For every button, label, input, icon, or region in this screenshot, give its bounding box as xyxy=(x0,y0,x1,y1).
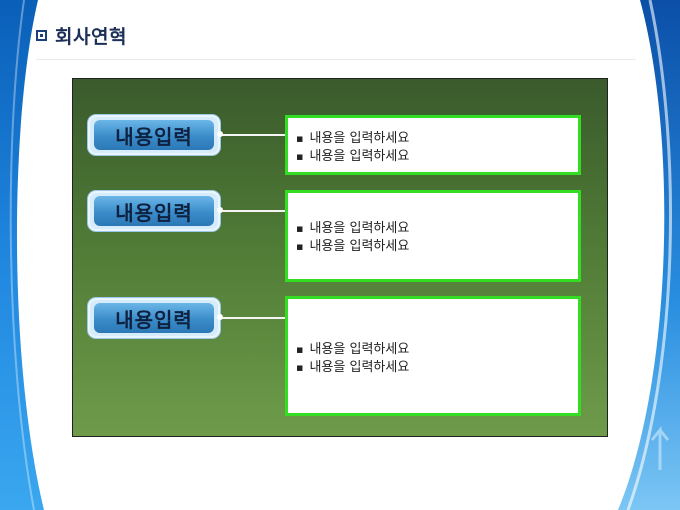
connector-dot-1 xyxy=(217,131,223,137)
bullet-item: 내용을 입력하세요 xyxy=(296,238,409,256)
connector-line-3 xyxy=(220,317,286,319)
textbox-2[interactable]: 내용을 입력하세요 내용을 입력하세요 xyxy=(285,190,581,282)
label-button-3[interactable]: 내용입력 xyxy=(88,298,220,338)
square-bullet-icon xyxy=(36,30,47,41)
textbox-1[interactable]: 내용을 입력하세요 내용을 입력하세요 xyxy=(285,115,581,175)
label-text-2: 내용입력 xyxy=(115,200,193,225)
connector-line-1 xyxy=(220,134,286,136)
connector-line-2 xyxy=(220,210,286,212)
connector-dot-3 xyxy=(217,314,223,320)
title-divider xyxy=(36,59,636,60)
connector-dot-2 xyxy=(217,207,223,213)
bullet-item: 내용을 입력하세요 xyxy=(296,148,409,166)
label-button-1[interactable]: 내용입력 xyxy=(88,115,220,155)
bullet-list-1: 내용을 입력하세요 내용을 입력하세요 xyxy=(296,130,409,166)
bullet-list-3: 내용을 입력하세요 내용을 입력하세요 xyxy=(296,341,409,377)
page-title: 회사연혁 xyxy=(36,22,127,49)
page-title-text: 회사연혁 xyxy=(55,26,127,48)
label-text-3: 내용입력 xyxy=(115,307,193,332)
label-text-1: 내용입력 xyxy=(115,124,193,149)
bullet-item: 내용을 입력하세요 xyxy=(296,130,409,148)
bullet-item: 내용을 입력하세요 xyxy=(296,359,409,377)
bullet-item: 내용을 입력하세요 xyxy=(296,341,409,359)
bullet-list-2: 내용을 입력하세요 내용을 입력하세요 xyxy=(296,220,409,256)
label-button-2[interactable]: 내용입력 xyxy=(88,191,220,231)
bullet-item: 내용을 입력하세요 xyxy=(296,220,409,238)
textbox-3[interactable]: 내용을 입력하세요 내용을 입력하세요 xyxy=(285,296,581,416)
